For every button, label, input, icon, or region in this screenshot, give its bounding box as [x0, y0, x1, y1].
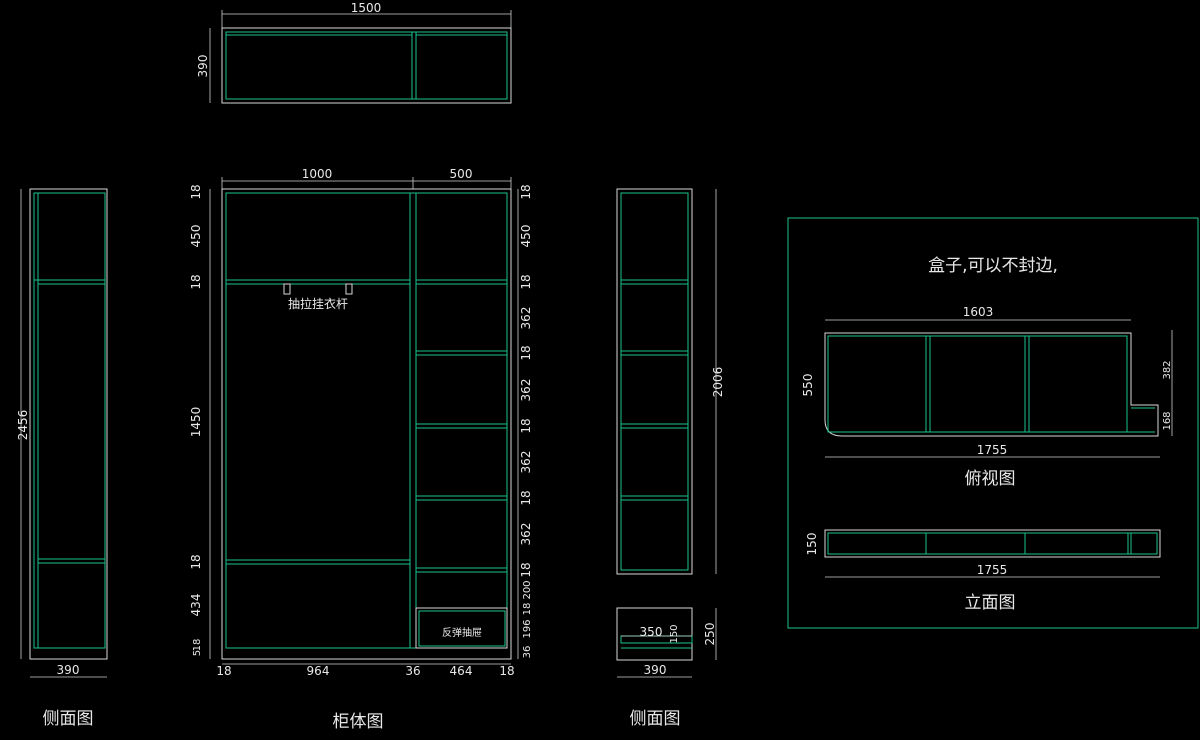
box-plan-caption: 俯视图: [965, 469, 1016, 489]
cabinet-right-dim-4: 18: [519, 345, 533, 360]
right-side-caption: 侧面图: [630, 709, 681, 729]
box-elev-caption: 立面图: [965, 593, 1016, 613]
drawer-label: 反弹抽屉: [442, 626, 482, 639]
top-view: 1500 390: [196, 1, 512, 104]
left-side-depth-dim: 390: [57, 663, 80, 677]
cabinet-right-dim-11: 200: [522, 580, 533, 599]
cabinet-right-dim-3: 362: [519, 307, 533, 330]
left-side-caption: 侧面图: [43, 709, 94, 729]
hanging-rod-label: 抽拉挂衣杆: [288, 296, 348, 311]
box-plan-length-dim: 1755: [977, 443, 1008, 457]
cabinet-right-dim-7: 362: [519, 451, 533, 474]
top-width-dim: 1500: [351, 1, 382, 15]
box-elevation-view: 150 1755 立面图: [805, 529, 1161, 613]
cabinet-right-dim-9: 362: [519, 523, 533, 546]
cabinet-right-dim-0: 18: [519, 184, 533, 199]
right-side-drawer-inner-dim: 150: [669, 624, 680, 643]
cabinet-bottom-dim-464: 464: [450, 664, 473, 678]
top-depth-dim: 390: [196, 55, 210, 78]
box-elev-length-dim: 1755: [977, 563, 1008, 577]
cabinet-bottom-dim-964: 964: [307, 664, 330, 678]
cabinet-left-dim-450: 450: [189, 225, 203, 248]
cabinet-front-view: 抽拉挂衣杆 反弹抽屉 1000 500 18 450 18 1450 18 43…: [189, 167, 533, 732]
cabinet-left-dim-18-bottom: 18: [192, 639, 203, 652]
cabinet-caption: 柜体图: [333, 712, 384, 732]
cabinet-top-dim-500: 500: [450, 167, 473, 181]
right-side-view: 2006 250 350 150 390 侧面图: [616, 188, 725, 729]
box-plan-view: 1603 550 382 168 1755 俯视图: [801, 305, 1173, 489]
left-side-view: 2456 390 侧面图: [16, 188, 108, 729]
right-side-drawer-height-dim: 250: [703, 623, 717, 646]
cabinet-right-dim-1: 450: [519, 225, 533, 248]
cabinet-right-dim-10: 18: [519, 562, 533, 577]
box-plan-depth-dim: 550: [801, 374, 815, 397]
cabinet-right-dim-8: 18: [519, 490, 533, 505]
box-plan-width-dim: 1603: [963, 305, 994, 319]
right-side-drawer-depth-dim: 350: [640, 625, 663, 639]
cabinet-bottom-dim-36: 36: [405, 664, 420, 678]
box-note: 盒子,可以不封边,: [928, 256, 1058, 276]
box-panel: 盒子,可以不封边, 1603 550 382 168 1755 俯视图: [787, 217, 1199, 629]
cabinet-left-dim-18-a: 18: [189, 274, 203, 289]
cabinet-top-dim-1000: 1000: [302, 167, 333, 181]
cabinet-right-dim-2: 18: [519, 274, 533, 289]
cabinet-bottom-dim-18-right: 18: [499, 664, 514, 678]
cabinet-left-dim-1450: 1450: [189, 407, 203, 438]
cabinet-right-dim-12: 18: [522, 603, 533, 616]
cabinet-bottom-dim-18-left: 18: [216, 664, 231, 678]
cabinet-right-dim-6: 18: [519, 418, 533, 433]
box-plan-height-dim-168: 168: [1162, 411, 1173, 430]
cabinet-left-dim-18-b: 18: [189, 554, 203, 569]
box-plan-height-dim-382: 382: [1162, 360, 1173, 379]
cabinet-right-dim-5: 362: [519, 379, 533, 402]
right-side-height-dim: 2006: [711, 367, 725, 398]
box-elev-height-dim: 150: [805, 533, 819, 556]
right-side-depth-dim: 390: [644, 663, 667, 677]
cabinet-left-dim-5: 5: [192, 650, 203, 656]
cabinet-right-dim-13: 196: [522, 619, 533, 638]
cabinet-left-dim-434: 434: [189, 594, 203, 617]
cabinet-left-dim-18-top: 18: [189, 184, 203, 199]
cabinet-right-dim-14: 36: [522, 646, 533, 659]
left-side-height-dim: 2456: [16, 410, 30, 441]
